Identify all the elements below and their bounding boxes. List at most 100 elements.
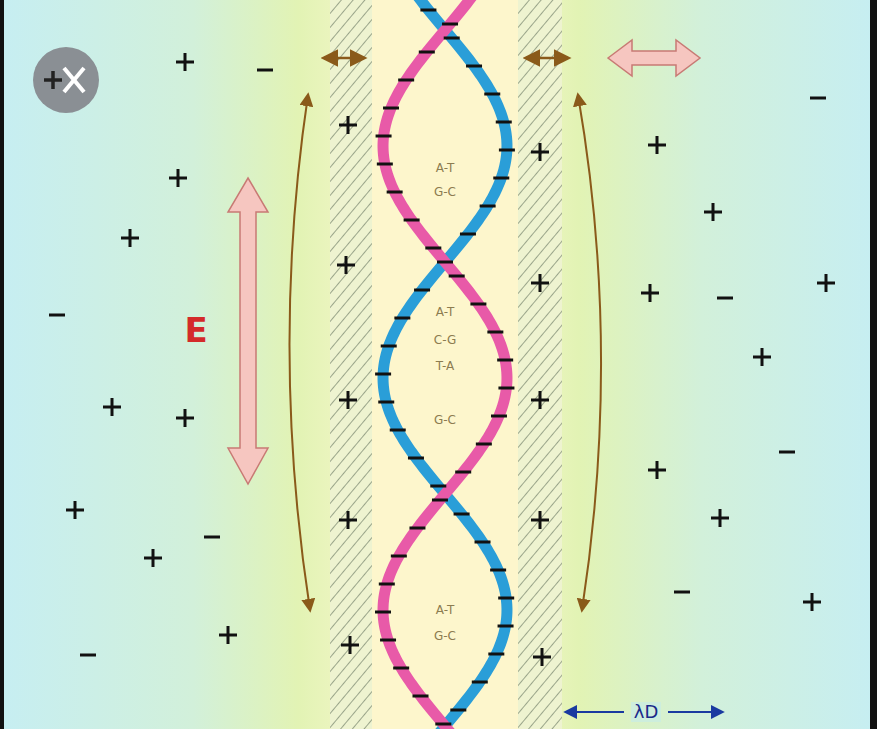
debye-arrow <box>566 711 624 713</box>
negative-charge <box>497 359 513 362</box>
positive-charge <box>533 648 551 666</box>
negative-charge <box>475 541 491 544</box>
positive-charge <box>753 348 771 366</box>
negative-charge <box>390 429 406 432</box>
base-pair: G-C <box>431 629 459 643</box>
positive-charge <box>341 636 359 654</box>
negative-charge <box>432 499 448 502</box>
negative-charge <box>674 591 690 594</box>
negative-charge <box>375 611 391 614</box>
positive-charge <box>176 409 194 427</box>
positive-charge <box>531 511 549 529</box>
debye-length-label: λD <box>631 702 662 722</box>
negative-charge <box>413 695 429 698</box>
negative-charge <box>476 443 492 446</box>
negative-charge <box>498 387 514 390</box>
positive-charge <box>531 143 549 161</box>
positive-charge <box>817 274 835 292</box>
positive-charge <box>648 136 666 154</box>
positive-charge <box>176 53 194 71</box>
negative-charge <box>498 625 514 628</box>
negative-charge <box>470 303 486 306</box>
curved-arrow <box>578 95 601 610</box>
positive-charge <box>531 391 549 409</box>
oscillation-arrow <box>608 40 700 76</box>
charges <box>49 10 835 724</box>
positive-charge <box>641 284 659 302</box>
negative-charge <box>487 331 503 334</box>
positive-charge <box>337 256 355 274</box>
thickness-arrow <box>526 57 568 60</box>
negative-charge <box>442 23 458 26</box>
negative-charge <box>484 93 500 96</box>
debye-arrow <box>668 711 722 713</box>
negative-charge <box>49 314 65 317</box>
negative-charge <box>204 536 220 539</box>
negative-charge <box>430 485 446 488</box>
negative-charge <box>496 121 512 124</box>
base-pair: G-C <box>431 185 459 199</box>
negative-charge <box>377 163 393 166</box>
field-label: E <box>184 313 207 347</box>
negative-charge <box>398 79 414 82</box>
positive-charge <box>704 203 722 221</box>
base-pair: A-T <box>433 305 458 319</box>
negative-charge <box>498 597 514 600</box>
negative-charge <box>393 667 409 670</box>
negative-charge <box>394 317 410 320</box>
negative-charge <box>379 583 395 586</box>
positive-charge <box>339 391 357 409</box>
negative-charge <box>380 639 396 642</box>
thickness-arrow <box>324 57 364 60</box>
base-pair: T-A <box>433 359 458 373</box>
positive-charge <box>169 169 187 187</box>
negative-charge <box>450 709 466 712</box>
negative-charge <box>455 471 471 474</box>
negative-charge <box>810 97 826 100</box>
negative-charge <box>383 107 399 110</box>
base-pair: A-T <box>433 161 458 175</box>
negative-charge <box>425 247 441 250</box>
negative-charge <box>387 191 403 194</box>
negative-charge <box>490 569 506 572</box>
negative-charge <box>419 51 435 54</box>
dna-strand <box>383 0 507 729</box>
negative-charge <box>408 457 424 460</box>
positive-charge <box>339 511 357 529</box>
positive-charge <box>66 501 84 519</box>
border <box>870 0 877 729</box>
negative-charge <box>257 69 273 72</box>
positive-charge <box>648 461 666 479</box>
negative-charge <box>717 297 733 300</box>
icon-circle <box>33 47 99 113</box>
base-pair: A-T <box>433 603 458 617</box>
border <box>0 0 4 729</box>
negative-charge <box>437 261 453 264</box>
negative-charge <box>381 345 397 348</box>
negative-charge <box>435 723 451 726</box>
negative-charge <box>488 653 504 656</box>
positive-charge <box>219 626 237 644</box>
negative-charge <box>472 681 488 684</box>
positive-charge <box>103 398 121 416</box>
positive-charge <box>121 229 139 247</box>
negative-charge <box>375 373 391 376</box>
positive-charge <box>711 509 729 527</box>
double-helix <box>383 0 507 729</box>
negative-charge <box>460 233 476 236</box>
negative-charge <box>493 177 509 180</box>
field-arrow <box>228 178 268 484</box>
dna-strand <box>383 0 507 729</box>
negative-charge <box>491 415 507 418</box>
negative-charge <box>80 654 96 657</box>
negative-charge <box>499 149 515 152</box>
negative-charge <box>420 9 436 12</box>
negative-charge <box>466 65 482 68</box>
negative-charge <box>404 219 420 222</box>
base-pair: C-G <box>431 333 459 347</box>
negative-charge <box>480 205 496 208</box>
negative-charge <box>779 451 795 454</box>
negative-charge <box>376 135 392 138</box>
